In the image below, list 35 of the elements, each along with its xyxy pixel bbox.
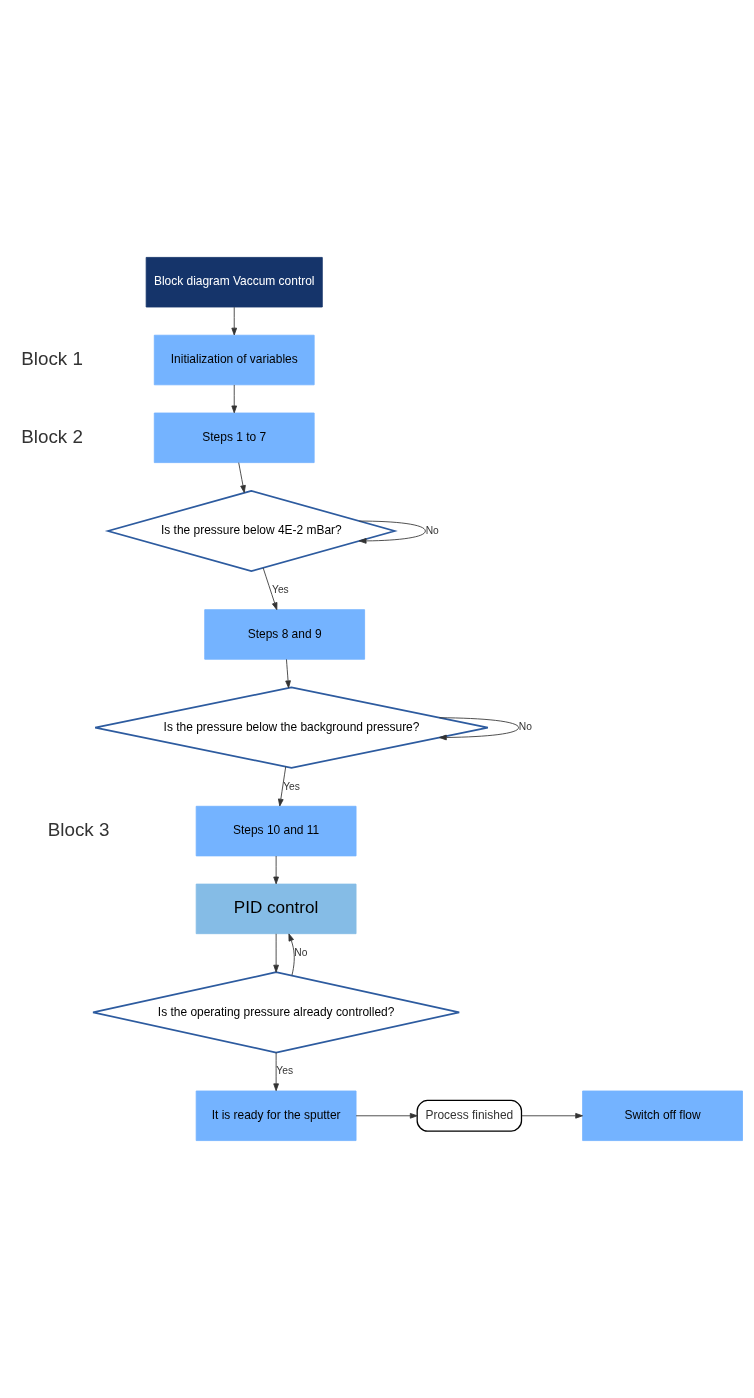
arrow: [273, 1052, 279, 1092]
edge-label: Yes: [276, 1065, 294, 1077]
arrow: [273, 933, 279, 973]
label: Block 3: [47, 818, 110, 840]
node-box: Steps 8 and 9: [204, 609, 366, 660]
node-diamond: Is the pressure below the background pressure?: [94, 686, 489, 769]
arrow: [358, 520, 426, 544]
label: Block 2: [21, 425, 83, 447]
arrow: [521, 1112, 583, 1119]
node-diamond: Is the pressure below 4E-2 mBar?: [104, 489, 398, 573]
node-box: PID control: [195, 883, 357, 935]
arrow: [238, 462, 246, 493]
arrow: [273, 855, 279, 885]
edge-label: Yes: [283, 780, 300, 792]
arrow: [285, 658, 291, 689]
node-box: It is ready for the sputter: [195, 1090, 357, 1141]
arrow: [278, 766, 287, 807]
node-box: Switch off flow: [582, 1090, 743, 1141]
node-box: Process finished: [416, 1099, 523, 1132]
node-box: Initialization of variables: [153, 334, 315, 386]
edge-label: Yes: [272, 584, 289, 596]
node-box: Steps 10 and 11: [195, 805, 357, 857]
edge-label: No: [518, 721, 532, 733]
edge-label: No: [294, 946, 308, 958]
arrow: [262, 567, 278, 611]
arrow: [288, 933, 295, 976]
edge-label: No: [425, 524, 439, 536]
label: Block 1: [21, 347, 83, 369]
arrow: [231, 384, 238, 414]
node-box: Block diagram Vaccum control: [145, 257, 323, 308]
arrow: [231, 306, 238, 336]
node-box: Steps 1 to 7: [153, 412, 315, 464]
arrow: [439, 717, 519, 741]
arrow: [355, 1112, 418, 1119]
node-diamond: Is the operating pressure already controlled?: [92, 971, 461, 1054]
